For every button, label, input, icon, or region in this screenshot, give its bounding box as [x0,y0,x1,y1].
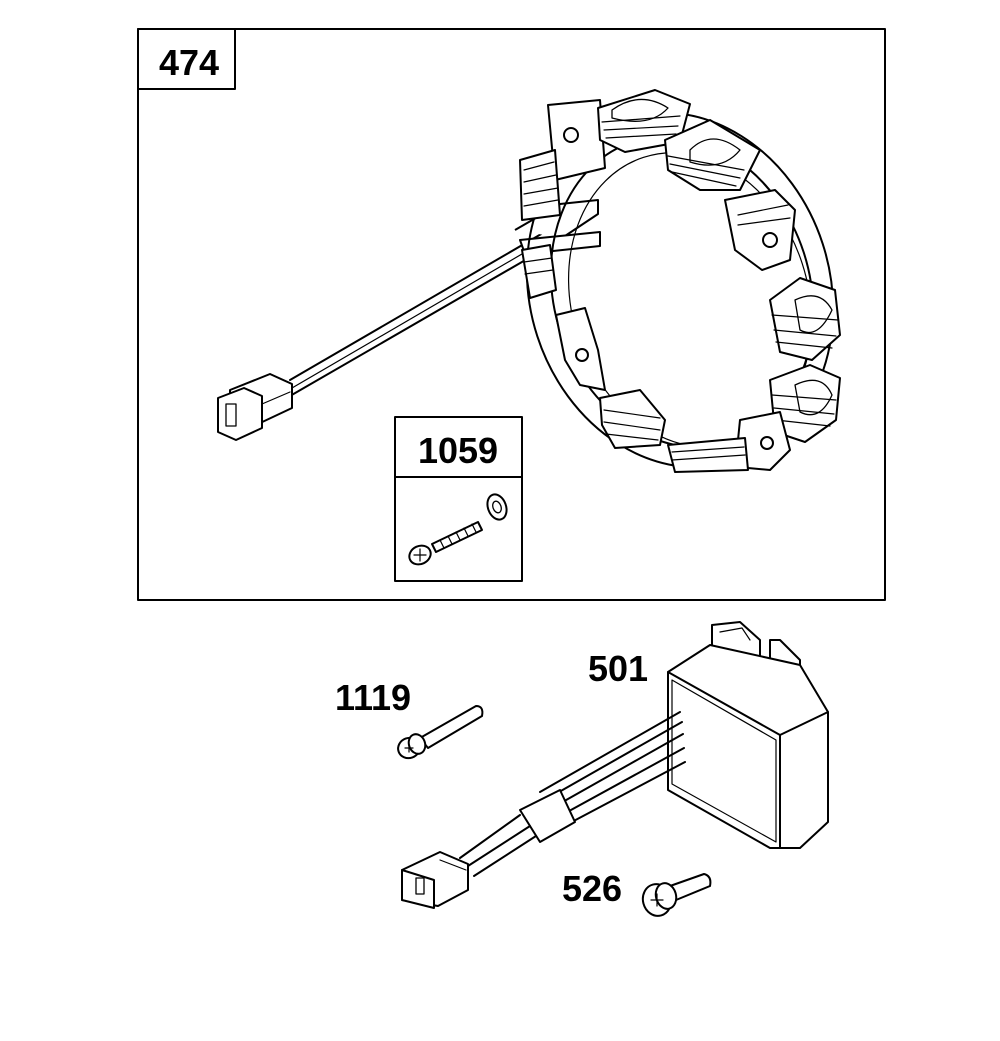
regulator-connector [401,851,469,909]
stator-connector [217,373,293,441]
part-label-501: 501 [588,648,648,689]
stator-coil-poles [519,89,841,473]
part-label-526: 526 [562,868,622,909]
screw-kit-box: 1059 [394,416,523,582]
stator-assembly [217,89,841,473]
part-label-474: 474 [159,42,219,83]
part-label-1059: 1059 [418,430,498,471]
regulator-mount-screw: 1119 [335,677,484,760]
part-label-1119: 1119 [335,677,411,718]
voltage-regulator: 501 [459,621,829,877]
stator-screw [408,521,483,566]
screw-washer [486,493,508,521]
stator-kit-box: 474 [137,28,886,601]
regulator-bolt: 526 [562,868,712,917]
